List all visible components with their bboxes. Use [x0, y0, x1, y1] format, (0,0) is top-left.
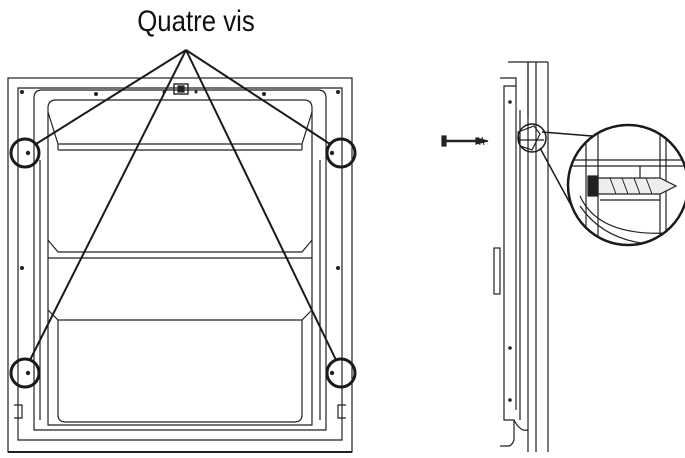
- leader-line-bottom-left: [29, 49, 187, 361]
- callout-leader-lines: [29, 49, 337, 361]
- zoom-detail: [566, 123, 685, 247]
- leader-line-top-left: [35, 49, 187, 145]
- leader-line-top-right: [185, 49, 331, 145]
- screw-circle-top-left: [9, 137, 41, 169]
- side-view-door-panel: [493, 61, 549, 452]
- front-rivets: [20, 90, 340, 376]
- loose-screw: [441, 135, 489, 147]
- screw-circle-top-right: [325, 137, 357, 169]
- screw-callout-label: Quatre vis: [137, 5, 255, 38]
- screw-circle-bottom-left: [9, 357, 41, 389]
- side-detail-circle: [517, 123, 547, 153]
- screw-highlights: [9, 137, 357, 389]
- front-inner-frame: [17, 87, 343, 441]
- front-inner-wall: [33, 89, 327, 431]
- front-view-door-panel: [7, 77, 353, 453]
- screw-circle-bottom-right: [325, 357, 357, 389]
- front-outer-frame: [7, 77, 353, 453]
- leader-line-bottom-right: [185, 49, 337, 361]
